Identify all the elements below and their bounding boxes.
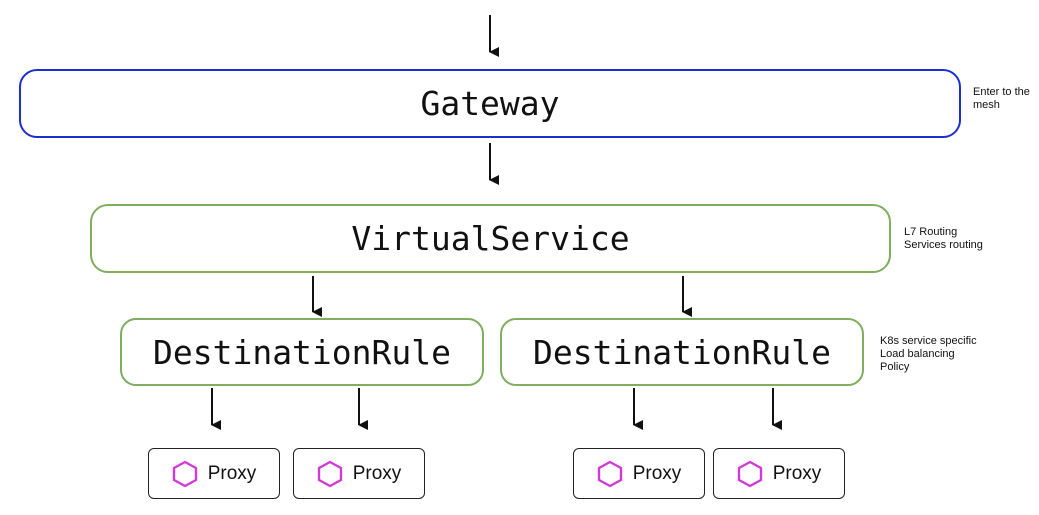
destinationrule-node-1: DestinationRule — [120, 318, 484, 386]
destinationrule-note-line-3: Policy — [880, 361, 910, 373]
virtualservice-note: L7 Routing Services routing — [904, 226, 983, 252]
destinationrule-note-line-1: K8s service specific — [880, 335, 977, 347]
proxy-label-4: Proxy — [772, 462, 822, 484]
destinationrule-node-2: DestinationRule — [500, 318, 864, 386]
destinationrule-note-line-2: Load balancing — [880, 348, 955, 360]
destinationrule-note: K8s service specific Load balancing Poli… — [880, 335, 977, 374]
proxy-label-2: Proxy — [352, 462, 402, 484]
virtualservice-note-line-1: L7 Routing — [904, 226, 958, 238]
virtualservice-label: VirtualService — [351, 219, 630, 258]
hexagon-icon — [172, 460, 197, 487]
hexagon-icon — [597, 460, 622, 487]
hexagon-icon — [317, 460, 342, 487]
proxy-node-3: Proxy — [573, 448, 705, 499]
gateway-node: Gateway — [19, 69, 961, 138]
gateway-note: Enter to the mesh — [973, 86, 1035, 112]
gateway-label: Gateway — [420, 84, 560, 123]
proxy-label-1: Proxy — [207, 462, 257, 484]
proxy-label-3: Proxy — [632, 462, 682, 484]
proxy-node-2: Proxy — [293, 448, 425, 499]
virtualservice-note-line-2: Services routing — [904, 239, 983, 251]
destinationrule-label-2: DestinationRule — [532, 332, 831, 372]
gateway-note-text: Enter to the mesh — [973, 86, 1030, 111]
proxy-node-4: Proxy — [713, 448, 845, 499]
destinationrule-label-1: DestinationRule — [152, 332, 451, 372]
proxy-node-1: Proxy — [148, 448, 280, 499]
hexagon-icon — [737, 460, 762, 487]
virtualservice-node: VirtualService — [90, 204, 891, 273]
